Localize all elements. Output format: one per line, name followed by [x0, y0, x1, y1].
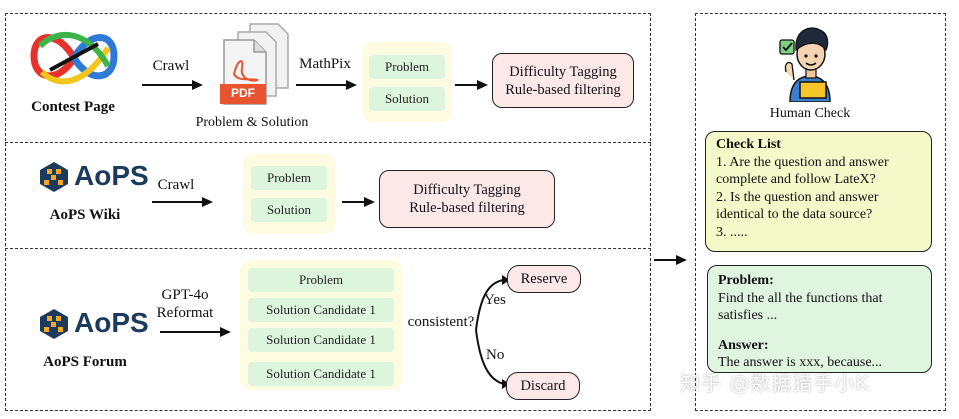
problem-answer-card: Problem: Find the all the functions that…	[707, 265, 932, 373]
aops-wiki-label: AoPS Wiki	[49, 207, 121, 223]
watermark-text: 知乎 @数据猎手小K	[680, 371, 870, 395]
row2-solution-item: Solution	[251, 198, 327, 222]
row1-solution-item: Solution	[369, 87, 445, 111]
discard-box: Discard	[506, 372, 580, 400]
row3-problem-item: Problem	[248, 268, 394, 292]
row3-solution-candidate-1: Solution Candidate 1	[248, 298, 394, 322]
aops-forum-label: AoPS Forum	[43, 354, 127, 370]
row2-filter-arrow	[342, 197, 375, 207]
pdf-caption-label: Problem & Solution	[195, 115, 309, 130]
aops-wiki-logo-text: AoPS	[74, 160, 149, 191]
row3-reformat-arrow	[160, 327, 231, 337]
to-human-check-arrow	[654, 255, 687, 265]
pdf-files-icon	[220, 23, 289, 105]
row1-filter-line2: Rule-based filtering	[505, 81, 621, 98]
aops-forum-cube-icon	[40, 309, 68, 339]
no-label: No	[486, 347, 505, 363]
answer-text: The answer is xxx, because...	[718, 355, 883, 370]
row-divider-1	[5, 142, 651, 143]
row1-filter-arrow	[455, 80, 488, 90]
row1-problem-item: Problem	[369, 55, 445, 79]
row2-filter-line2: Rule-based filtering	[409, 200, 525, 216]
yes-label: Yes	[484, 292, 506, 308]
row1-filter-box: Difficulty Tagging Rule-based filtering	[492, 53, 634, 108]
checklist-item-3: 3. .....	[716, 224, 748, 240]
row2-crawl-arrow	[152, 197, 213, 207]
reserve-box: Reserve	[507, 265, 581, 293]
aops-forum-logo-text: AoPS	[74, 307, 149, 338]
aops-cube-icon	[40, 162, 68, 192]
human-checker-icon	[779, 27, 831, 102]
row2-filter-box: Difficulty Tagging Rule-based filtering	[379, 170, 555, 228]
row1-mathpix-label: MathPix	[299, 56, 351, 72]
contest-page-label: Contest Page	[31, 99, 115, 115]
checklist-title: Check List	[716, 137, 781, 152]
checklist-item-1: 1. Are the question and answer complete …	[716, 154, 889, 188]
row3-gpt-label: GPT-4o	[161, 287, 209, 303]
human-check-label: Human Check	[769, 106, 851, 121]
decision-branch-arrows	[475, 275, 510, 389]
checklist-item-2: 2. Is the question and answer identical …	[716, 189, 879, 223]
row3-reformat-label: Reformat	[156, 305, 214, 321]
row3-solution-candidate-3: Solution Candidate 1	[248, 362, 394, 386]
row1-filter-line1: Difficulty Tagging	[509, 63, 617, 80]
row1-mathpix-arrow	[296, 80, 357, 90]
contest-logo-icon	[30, 31, 118, 85]
row3-solution-candidate-2: Solution Candidate 1	[248, 328, 394, 352]
checklist-card: Check List 1. Are the question and answe…	[705, 131, 932, 252]
row2-problem-item: Problem	[251, 166, 327, 190]
problem-text: Find the all the functions that satisfie…	[718, 290, 883, 324]
problem-title: Problem:	[718, 273, 774, 288]
pipeline-frame	[5, 13, 651, 411]
pdf-badge-label: PDF	[231, 86, 255, 100]
row2-crawl-label: Crawl	[157, 177, 195, 193]
row1-crawl-label: Crawl	[152, 58, 190, 74]
row-divider-2	[5, 248, 651, 249]
consistent-label: consistent?	[407, 314, 475, 330]
row1-crawl-arrow	[142, 80, 203, 90]
human-check-frame	[695, 13, 946, 411]
answer-title: Answer:	[718, 337, 769, 353]
row2-filter-line1: Difficulty Tagging	[413, 182, 521, 198]
